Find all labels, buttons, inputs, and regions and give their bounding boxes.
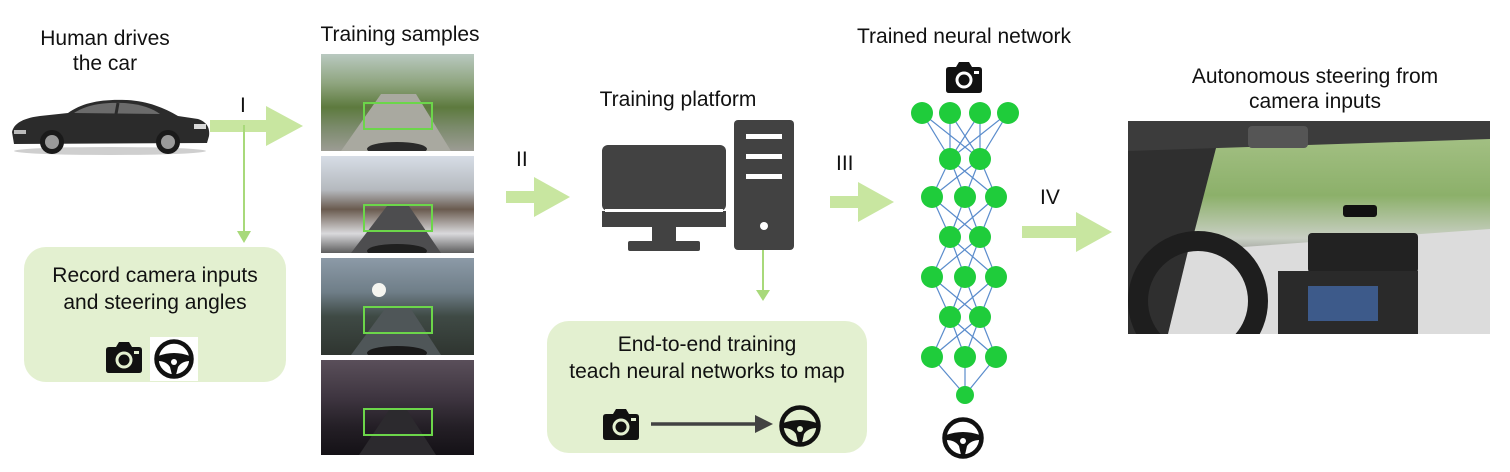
camera-icon: [944, 60, 984, 94]
steering-wheel-icon: [150, 337, 198, 381]
network-node: [954, 266, 976, 288]
training-sample-3: [321, 258, 474, 355]
region-of-interest: [363, 408, 433, 436]
network-node: [969, 226, 991, 248]
network-node: [997, 102, 1019, 124]
record-box-text: Record camera inputs and steering angles: [52, 264, 258, 314]
training-sample-2: [321, 156, 474, 253]
arrow-label-step-3: III: [836, 152, 854, 175]
training-platform-title: Training platform: [599, 88, 757, 111]
region-of-interest: [363, 204, 433, 232]
network-node: [969, 306, 991, 328]
end-to-end-training-box: End-to-end training teach neural network…: [547, 321, 867, 453]
arrow-label-step-2: II: [516, 148, 528, 171]
arrow-to-training-box: [755, 250, 771, 302]
network-node: [969, 102, 991, 124]
network-node: [985, 346, 1007, 368]
arrow-label-step-4: IV: [1040, 186, 1060, 209]
network-node: [985, 266, 1007, 288]
network-node: [954, 346, 976, 368]
training-box-text: End-to-end training teach neural network…: [569, 333, 845, 383]
network-node: [969, 148, 991, 170]
network-node: [939, 226, 961, 248]
camera-icon: [601, 407, 641, 441]
network-node: [921, 346, 943, 368]
network-node: [911, 102, 933, 124]
arrow-step-1: [210, 104, 305, 148]
arrow-step-3: [830, 180, 896, 224]
training-sample-4: [321, 360, 474, 455]
trained-network-title: Trained neural network: [857, 25, 1071, 48]
steering-wheel-icon: [940, 415, 986, 461]
network-node: [985, 186, 1007, 208]
arrow-to-record: [236, 125, 252, 245]
network-node: [954, 186, 976, 208]
monitor-icon: [602, 145, 726, 253]
neural-network-diagram: [900, 95, 1030, 415]
network-node: [921, 186, 943, 208]
arrow-label-step-1: I: [240, 94, 246, 117]
autonomous-steering-title: Autonomous steering from camera inputs: [1191, 65, 1439, 113]
camera-icon: [104, 340, 144, 374]
network-edge: [949, 112, 1009, 160]
network-node: [939, 306, 961, 328]
steering-wheel-icon: [777, 403, 823, 449]
region-of-interest: [363, 102, 433, 130]
network-edge: [921, 112, 981, 160]
network-node: [956, 386, 974, 404]
human-drives-title: Human drives the car: [40, 27, 170, 75]
network-node: [939, 148, 961, 170]
arrow-step-2: [506, 175, 572, 219]
arrow-step-4: [1022, 210, 1114, 254]
record-inputs-box: Record camera inputs and steering angles: [24, 247, 286, 382]
network-node: [921, 266, 943, 288]
mapping-arrow: [651, 413, 775, 435]
training-sample-1: [321, 54, 474, 151]
car-interior-photo: [1128, 121, 1490, 334]
region-of-interest: [363, 306, 433, 334]
computer-tower-icon: [734, 120, 794, 250]
network-node: [939, 102, 961, 124]
training-samples-title: Training samples: [320, 23, 480, 46]
car-icon: [8, 96, 213, 156]
